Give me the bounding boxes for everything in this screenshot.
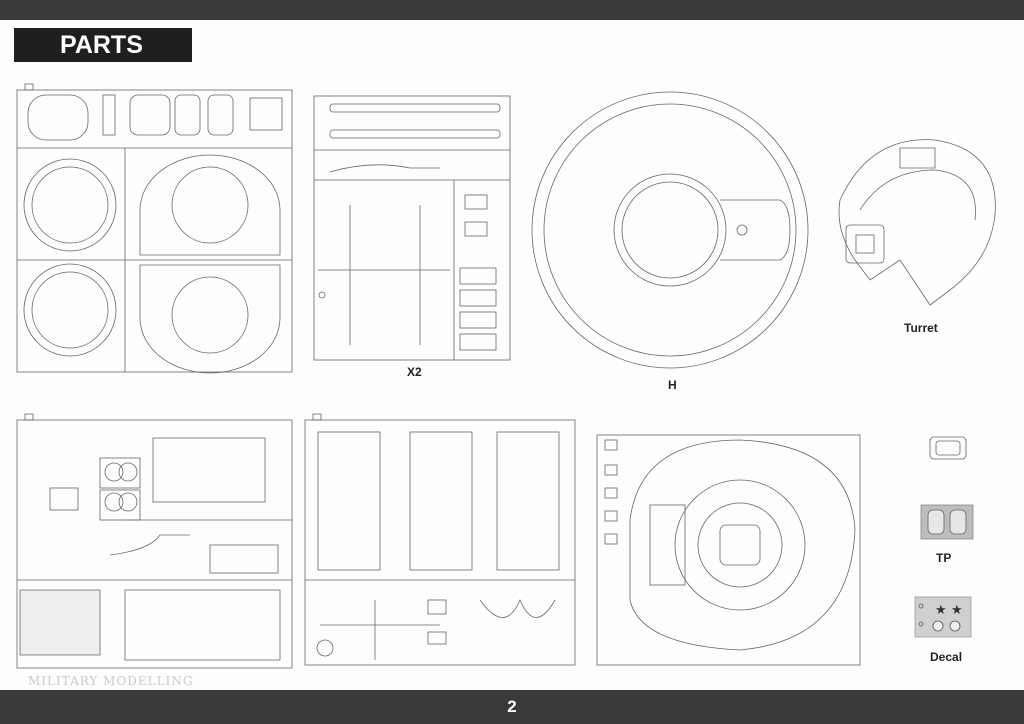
sprue-f bbox=[304, 413, 576, 666]
decal-sheet: ★ ★ bbox=[914, 596, 972, 638]
watermark-text: MILITARY MODELLING bbox=[28, 674, 194, 688]
sprue-h-label: H bbox=[668, 378, 677, 392]
svg-text:★: ★ bbox=[935, 603, 947, 618]
top-bar bbox=[0, 0, 1024, 20]
sprue-h bbox=[531, 91, 809, 369]
tp-photo-etch bbox=[920, 504, 974, 540]
sprue-x2 bbox=[313, 95, 511, 361]
svg-text:★: ★ bbox=[951, 603, 963, 618]
turret-label: Turret bbox=[904, 321, 938, 335]
sprue-g bbox=[596, 434, 861, 666]
decal-label: Decal bbox=[930, 650, 963, 664]
sprue-d bbox=[16, 413, 293, 669]
tp-label: TP bbox=[936, 551, 952, 565]
turret-part bbox=[838, 139, 996, 306]
footer-bar: 2 bbox=[0, 690, 1024, 724]
page-number: 2 bbox=[507, 697, 517, 716]
sprue-wheels bbox=[16, 83, 293, 374]
sprue-x2-label: X2 bbox=[407, 365, 422, 379]
small-part bbox=[929, 436, 967, 460]
page-title: PARTS bbox=[14, 28, 192, 62]
